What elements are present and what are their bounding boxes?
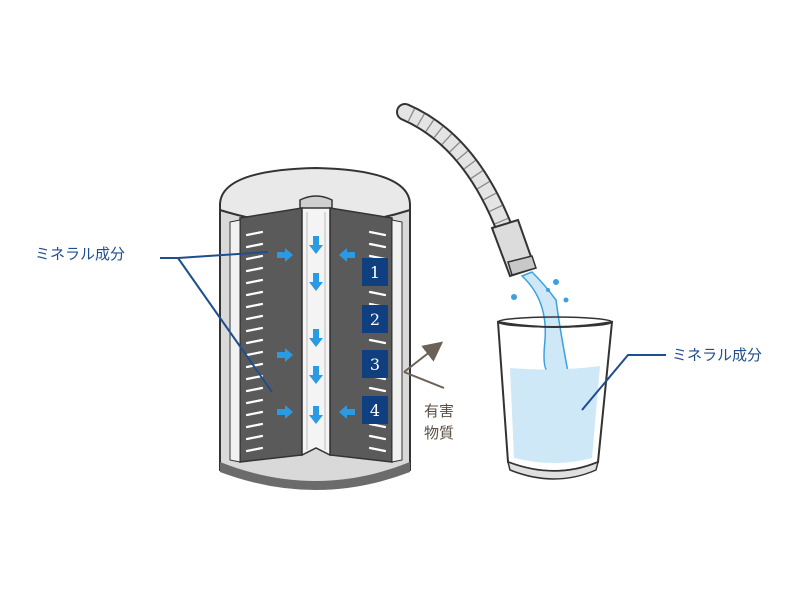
mineral-label-left: ミネラル成分 xyxy=(35,245,273,393)
harmful-substance-label: 有害 物質 xyxy=(403,341,454,442)
faucet-hose xyxy=(396,103,537,278)
stage-badge-3: 3 xyxy=(362,350,388,378)
flow-arrow-down xyxy=(309,329,323,347)
flow-arrows xyxy=(277,236,355,424)
stage-badge-4: 4 xyxy=(362,396,388,424)
stage-badge-1: 1 xyxy=(362,258,388,286)
flow-arrow-side xyxy=(339,405,355,419)
svg-text:2: 2 xyxy=(370,310,380,329)
svg-text:ミネラル成分: ミネラル成分 xyxy=(35,245,125,263)
flow-arrow-down xyxy=(309,406,323,424)
flow-arrow-side xyxy=(339,248,355,262)
flow-arrow-side xyxy=(277,348,293,362)
stage-badge-2: 2 xyxy=(362,305,388,333)
flow-arrow-side xyxy=(277,248,293,262)
flow-arrow-down xyxy=(309,273,323,291)
water-glass xyxy=(496,316,614,480)
mineral-label-right: ミネラル成分 xyxy=(581,346,762,411)
flow-arrow-side xyxy=(277,405,293,419)
flow-arrow-down xyxy=(309,366,323,384)
nozzle xyxy=(490,218,537,278)
svg-text:3: 3 xyxy=(370,355,380,374)
water-stream xyxy=(511,271,569,373)
svg-text:有害: 有害 xyxy=(424,402,454,420)
svg-text:ミネラル成分: ミネラル成分 xyxy=(672,346,762,364)
stage-badges: 1 2 3 4 xyxy=(362,258,388,424)
svg-text:1: 1 xyxy=(370,263,380,282)
svg-text:物質: 物質 xyxy=(424,424,454,442)
flow-arrow-down xyxy=(309,236,323,254)
svg-text:4: 4 xyxy=(370,401,380,420)
